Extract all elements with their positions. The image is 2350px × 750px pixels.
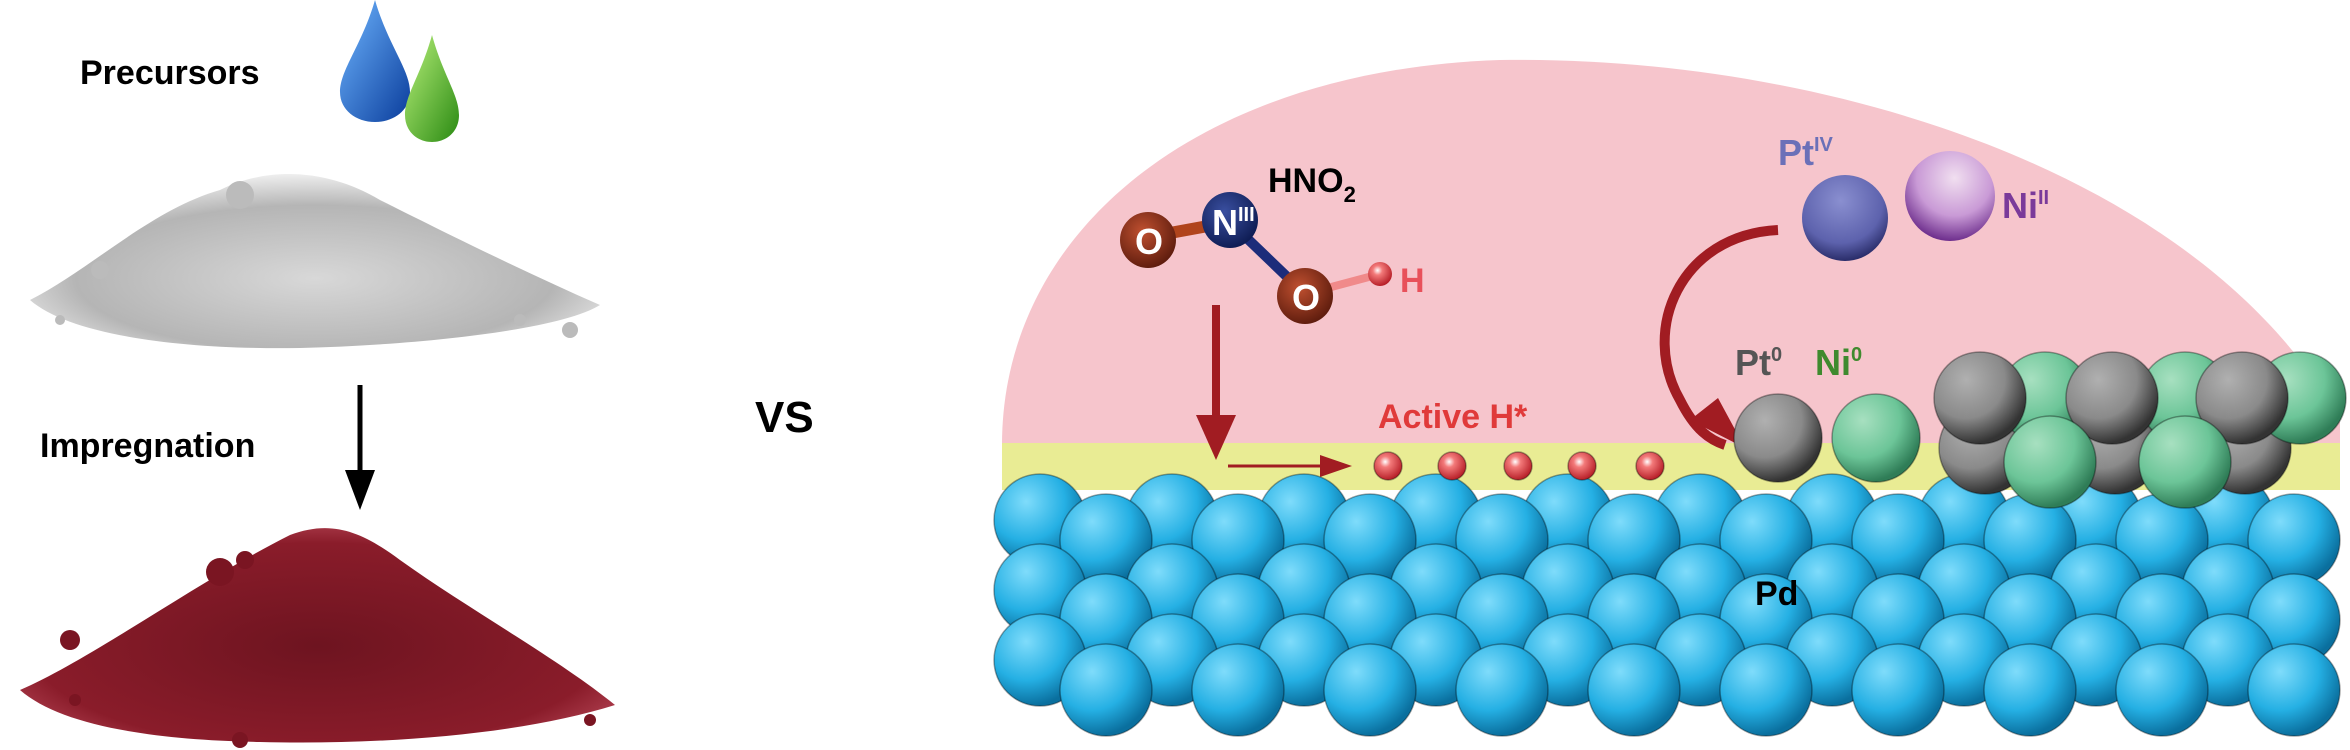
active-h-atom [1567, 451, 1597, 481]
vs-label: VS [755, 393, 814, 442]
pd-atom [1719, 643, 1813, 737]
ni-0-atom [1831, 393, 1921, 483]
oxygen-atom [1120, 212, 1176, 268]
pd-atom [2115, 643, 2209, 737]
nitrogen-label: NIII [1212, 202, 1255, 243]
oxygen-label: O [1135, 221, 1163, 262]
precursors-label: Precursors [80, 54, 260, 92]
reduction-arrow-head-icon [1196, 415, 1236, 460]
pd-atom [1983, 643, 2077, 737]
pt-atom [1933, 351, 2027, 445]
pd-label: Pd [1755, 575, 1798, 613]
nitrogen-atom [1202, 192, 1258, 248]
hydrogen-atom [1368, 262, 1392, 286]
hydrogen-label: H [1400, 262, 1425, 300]
blue-precursor-drop-icon [340, 0, 410, 122]
pd-atom [1851, 643, 1945, 737]
impregnation-label: Impregnation [40, 427, 255, 465]
impregnation-panel: Precursors Impregnation [20, 0, 615, 748]
active-h-atom [1503, 451, 1533, 481]
hno2-molecule: O NIII O H HNO2 [1120, 162, 1425, 324]
active-h-label: Active H* [1378, 398, 1528, 436]
ni-0-label: Ni0 [1815, 342, 1862, 383]
ni-ii-ion [1905, 151, 1995, 241]
deposition-arrow [1659, 225, 1779, 450]
hno2-formula: HNO2 [1268, 162, 1356, 207]
pd-atom [1587, 643, 1681, 737]
pt-iv-ion [1802, 175, 1888, 261]
powder-specks [55, 181, 578, 338]
pt-0-label: Pt0 [1735, 342, 1782, 383]
oxygen-label: O [1292, 277, 1320, 318]
active-h-atom [1437, 451, 1467, 481]
ni-atom [2003, 415, 2097, 509]
ni-ii-label: NiII [2002, 185, 2049, 226]
active-h-atom [1373, 451, 1403, 481]
ni-atom [2138, 415, 2232, 509]
green-precursor-drop-icon [405, 35, 459, 142]
pd-atom [1059, 643, 1153, 737]
pt-atom [2195, 351, 2289, 445]
pd-atom [1455, 643, 1549, 737]
pt-0-atom [1733, 393, 1823, 483]
galvanic-deposition-panel: Pd O NIII O H HNO2 Active H* PtIV NiII P… [993, 59, 2347, 737]
white-support-powder [30, 173, 600, 349]
pt-iv-label: PtIV [1778, 132, 1834, 173]
pt-atom [2065, 351, 2159, 445]
active-hydrogen-atoms [1373, 451, 1665, 481]
pd-atom [1191, 643, 1285, 737]
oxygen-atom [1277, 268, 1333, 324]
active-h-atom [1635, 451, 1665, 481]
process-arrow-head-icon [345, 470, 375, 510]
deposition-arrow-head-icon [1690, 398, 1745, 448]
pt-ni-deposit [1733, 351, 2347, 509]
red-impregnated-powder [20, 528, 615, 743]
red-powder-specks [60, 551, 596, 748]
pd-atom [1323, 643, 1417, 737]
spillover-arrow-head-icon [1320, 455, 1352, 477]
solution-region [1002, 59, 2340, 446]
pd-atom [2247, 643, 2341, 737]
pd-substrate [993, 473, 2341, 737]
